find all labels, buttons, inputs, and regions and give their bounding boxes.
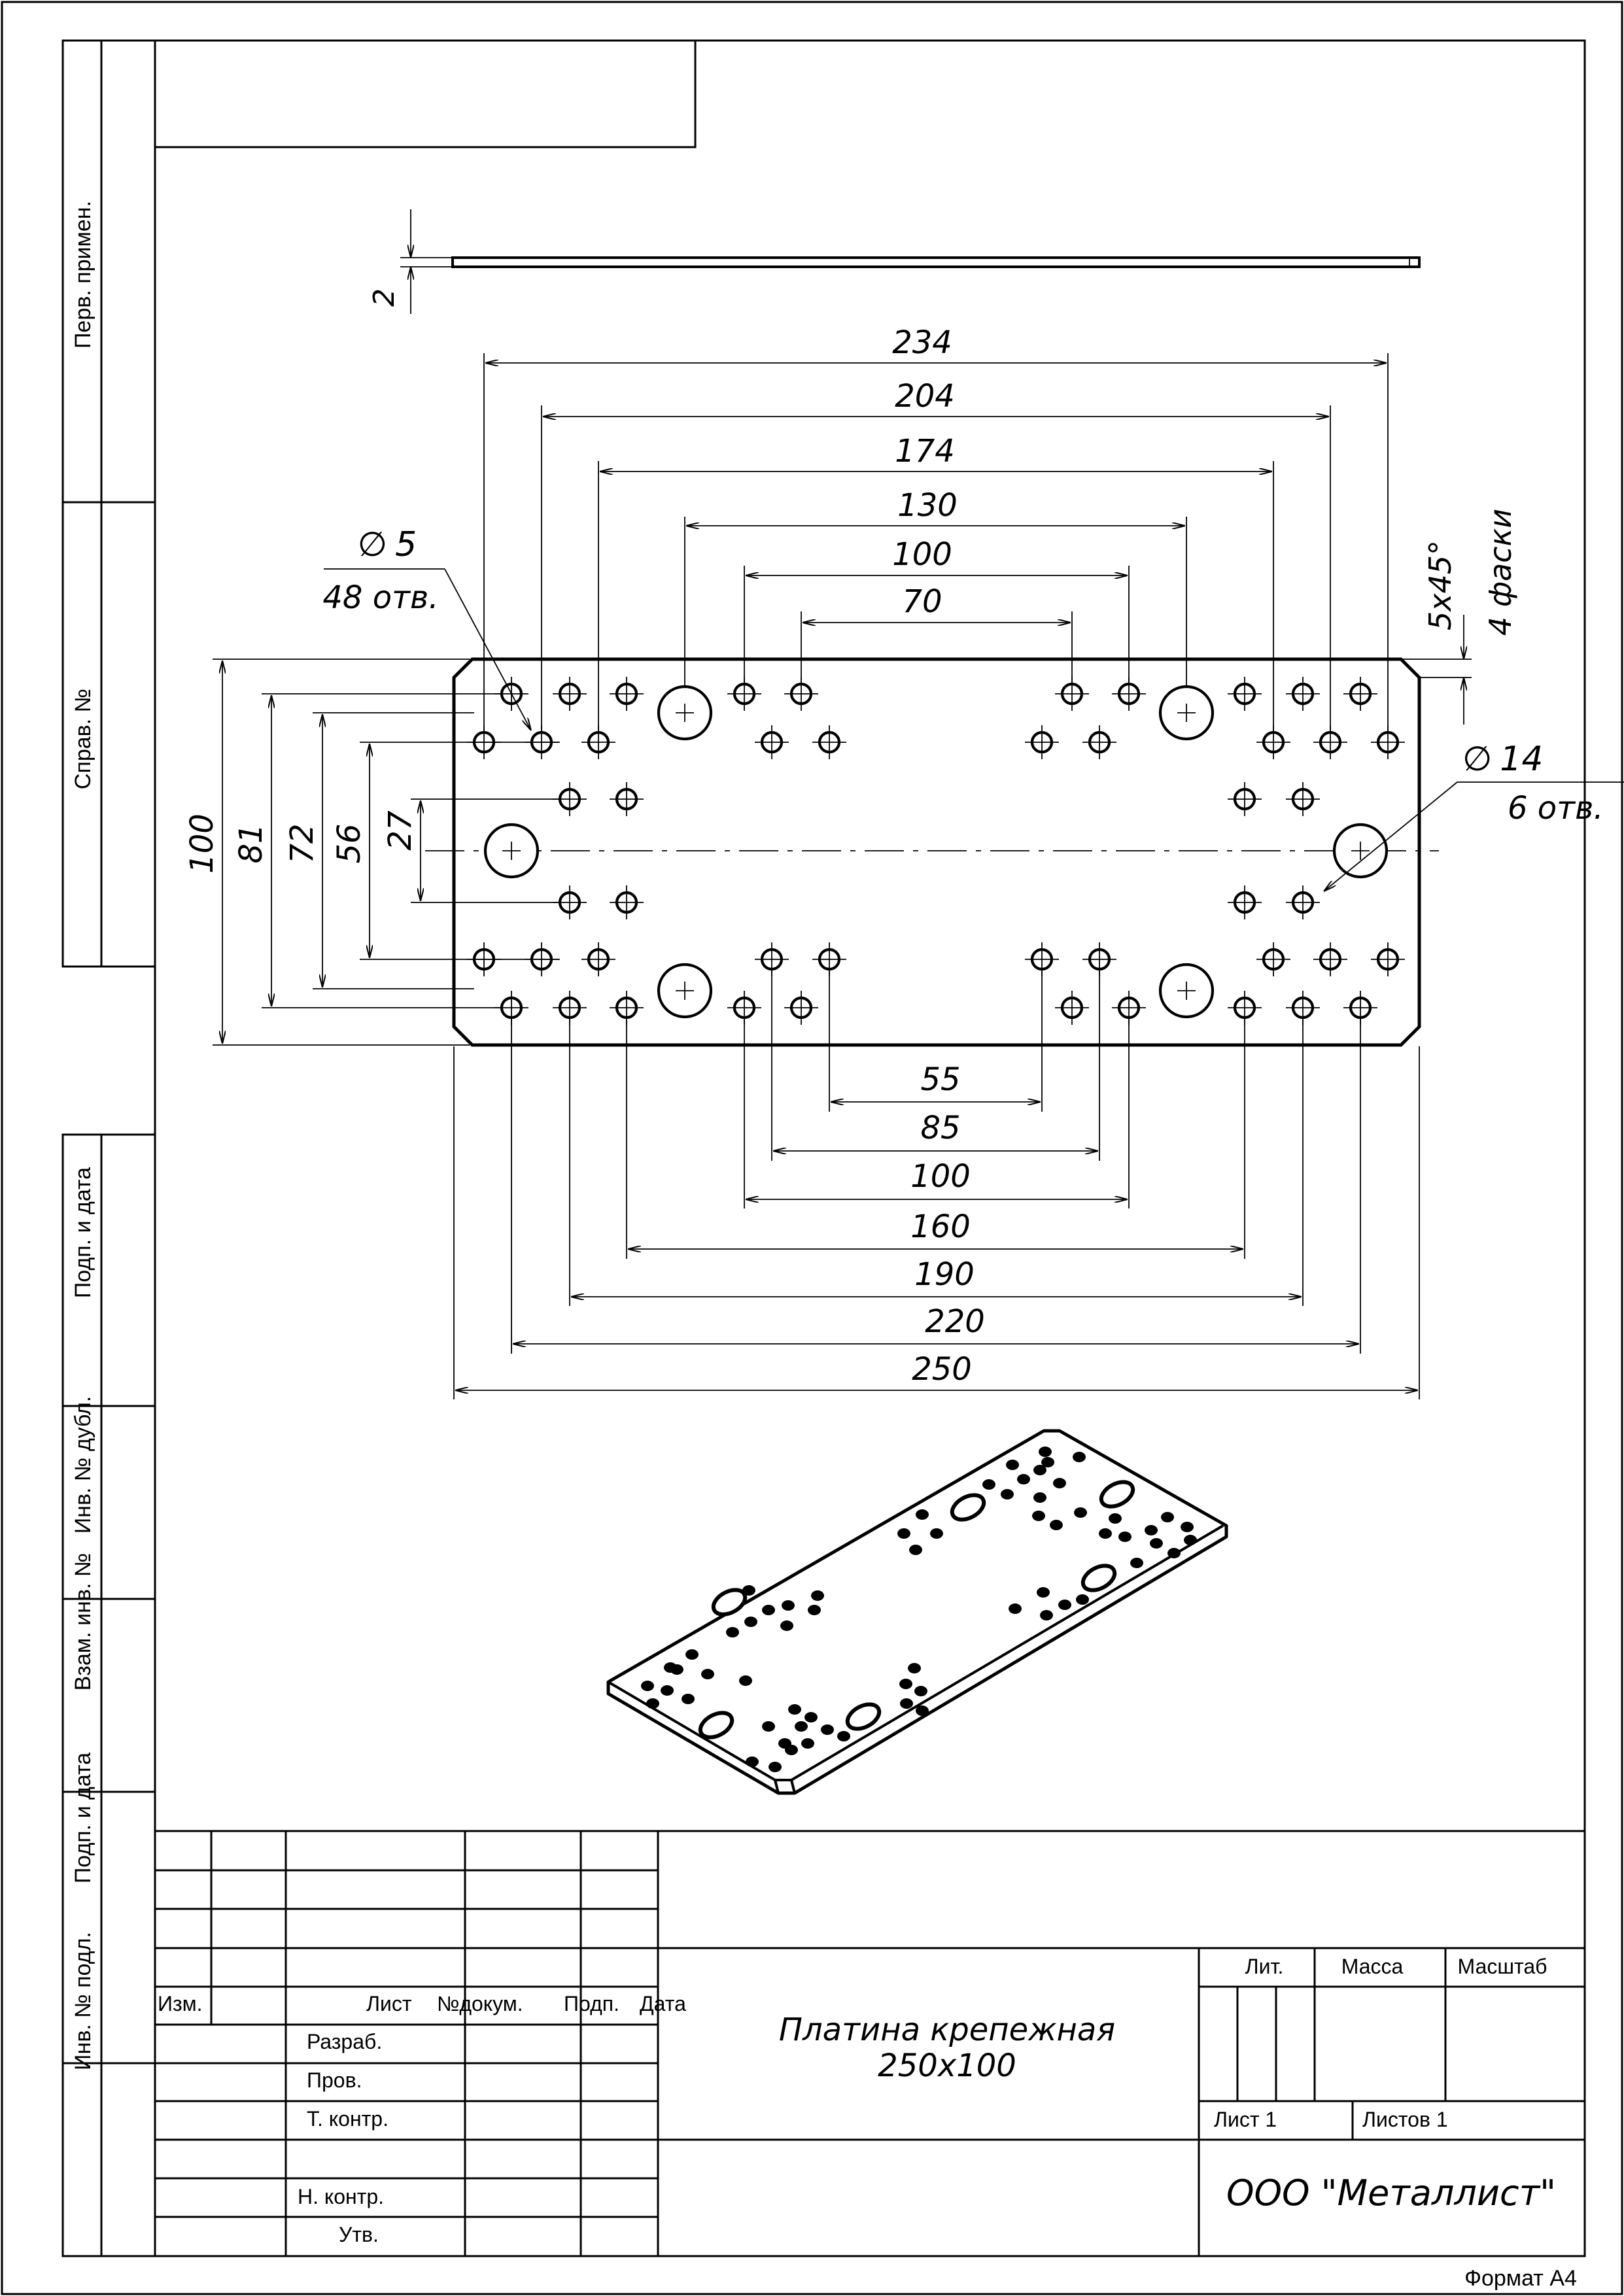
role-prov: Пров. — [307, 2068, 362, 2092]
label-sprav-no: Справ. № — [71, 689, 95, 789]
dim-174: 174 — [895, 433, 955, 470]
dim-234: 234 — [892, 324, 952, 361]
svg-text:∅5: ∅5 — [358, 525, 417, 564]
label-perv-primen: Перв. примен. — [71, 201, 95, 349]
top-dimensions: 234 204 174 130 100 70 — [483, 324, 1389, 732]
dim-85: 85 — [920, 1110, 960, 1146]
left-dimensions: 100 81 72 56 27 — [184, 659, 560, 1046]
diam-symbol-small: ∅ — [358, 525, 387, 564]
dim-bottom-100: 100 — [910, 1158, 971, 1195]
label-podp-data-1: Подп. и дата — [71, 1167, 95, 1298]
inner-frame — [154, 39, 1586, 2257]
format-label: Формат А4 — [1464, 2266, 1577, 2291]
dim-72: 72 — [284, 823, 320, 863]
label-sheet: Лист 1 — [1214, 2108, 1277, 2131]
hdr-izm: Изм. — [158, 1992, 203, 2015]
dim-250: 250 — [912, 1351, 972, 1388]
label-vzam-inv: Взам. инв. № — [71, 1553, 95, 1691]
chamfer-size: 5x45° — [1423, 540, 1458, 630]
callout-chamfer: 5x45° 4 фаски — [1401, 509, 1518, 725]
bottom-dimensions: 55 85 100 160 190 220 250 — [453, 969, 1420, 1399]
label-massa: Масса — [1341, 1955, 1404, 1978]
dim-81: 81 — [233, 823, 269, 863]
hdr-no-dokum: №докум. — [437, 1992, 523, 2015]
dim-190: 190 — [914, 1256, 975, 1293]
dim-130: 130 — [897, 487, 958, 524]
plate-outline — [452, 657, 1421, 1047]
diam-small: 5 — [395, 525, 417, 564]
role-razrab: Разраб. — [307, 2030, 382, 2053]
dim-thickness: 2 — [368, 288, 401, 307]
diam-symbol-large: ∅ — [1462, 740, 1492, 779]
dim-55: 55 — [920, 1061, 960, 1098]
title-block — [155, 1830, 1585, 2256]
part-size: 250x100 — [878, 2048, 1016, 2084]
label-inv-podl: Инв. № подл. — [71, 1932, 95, 2070]
dim-27: 27 — [382, 810, 419, 851]
dim-160: 160 — [910, 1208, 971, 1245]
label-inv-dubl: Инв. № дубл. — [71, 1396, 95, 1534]
dim-220: 220 — [925, 1303, 985, 1340]
label-masshtab: Масштаб — [1458, 1955, 1547, 1978]
label-podp-data-2: Подп. и дата — [71, 1753, 95, 1883]
side-view: 2 — [368, 209, 1421, 314]
count-large-holes: 6 отв. — [1508, 790, 1604, 827]
part-name: Платина крепежная — [779, 2012, 1115, 2048]
company-name: ООО "Металлист" — [1226, 2172, 1556, 2214]
hdr-list: Лист — [366, 1992, 412, 2015]
dim-70: 70 — [902, 583, 942, 620]
dim-204: 204 — [895, 378, 955, 415]
isometric-view — [606, 1429, 1228, 1795]
dim-top-100: 100 — [892, 536, 952, 573]
role-utv: Утв. — [339, 2223, 379, 2246]
dim-56: 56 — [331, 823, 368, 863]
role-n-kontr: Н. контр. — [298, 2185, 384, 2208]
hdr-podp: Подп. — [564, 1992, 619, 2015]
top-left-box — [154, 39, 697, 148]
label-lit: Лит. — [1245, 1955, 1284, 1978]
callout-large-hole: ∅14 6 отв. — [1324, 740, 1624, 891]
hdr-data: Дата — [640, 1992, 686, 2015]
diam-large: 14 — [1500, 740, 1543, 779]
callout-small-hole: ∅5 48 отв. — [322, 525, 531, 730]
chamfer-count: 4 фаски — [1483, 509, 1518, 636]
count-small-holes: 48 отв. — [322, 579, 438, 616]
side-strip — [61, 39, 155, 2257]
svg-text:∅14: ∅14 — [1462, 740, 1543, 779]
label-sheets: Листов 1 — [1362, 2108, 1448, 2131]
dim-left-100: 100 — [184, 814, 220, 874]
role-t-kontr: Т. контр. — [307, 2107, 389, 2131]
